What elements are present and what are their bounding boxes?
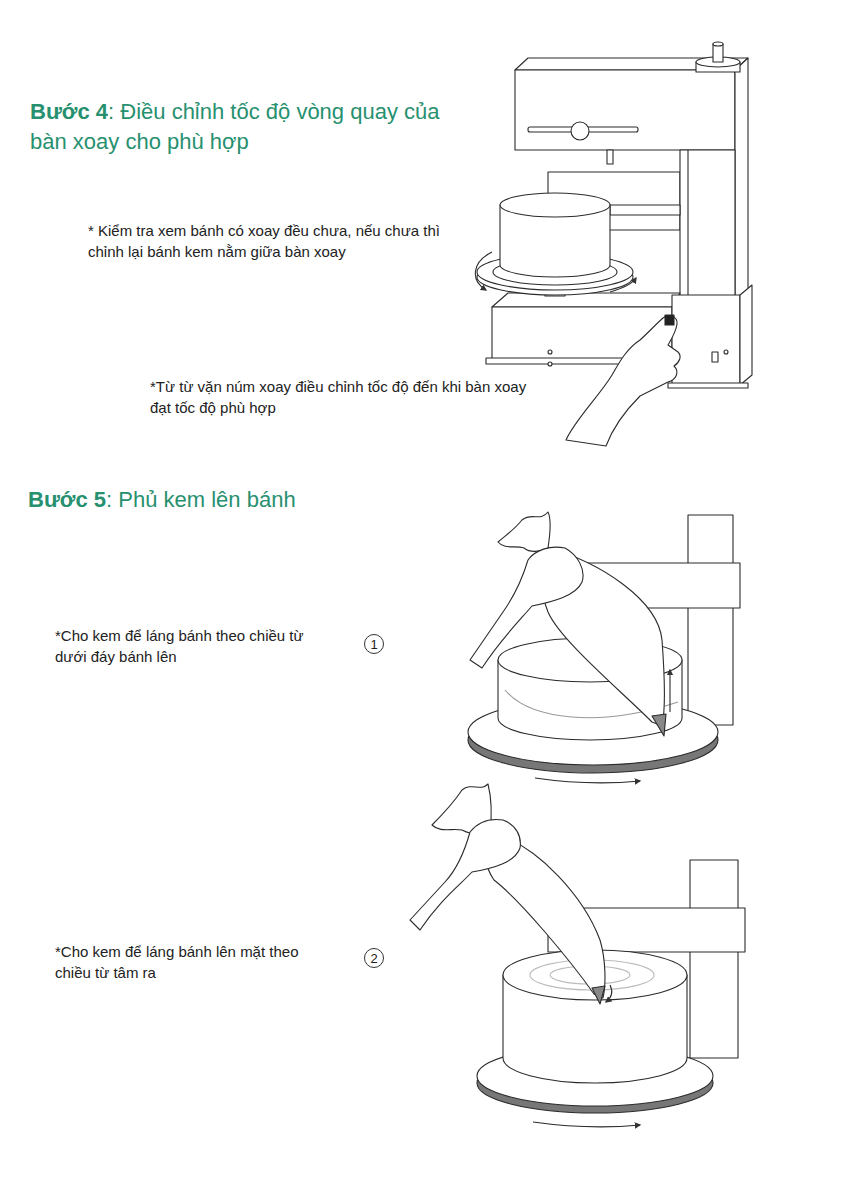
callout-number: 1: [364, 634, 384, 654]
step-heading-block: Bước 5: Phủ kem lên bánh: [28, 485, 428, 515]
cake-side-coating: [468, 512, 740, 783]
callout-number: 2: [364, 948, 384, 968]
step-heading-block: Bước 4: Điều chỉnh tốc độ vòng quay của …: [30, 97, 455, 157]
cake-top-coating: [410, 784, 745, 1127]
note-text: *Cho kem để láng bánh theo chiều từ dưới…: [55, 627, 304, 665]
callout-text: 2: [370, 951, 377, 966]
note-text-block: *Cho kem để láng bánh theo chiều từ dưới…: [55, 625, 327, 667]
note-text-block: *Từ từ vặn núm xoay điều chỉnh tốc độ đế…: [150, 376, 545, 418]
step-number: Bước 5: [28, 487, 106, 512]
step-number: Bước 4: [30, 99, 108, 124]
callout-text: 1: [370, 637, 377, 652]
note-text-block: * Kiểm tra xem bánh có xoay đều chưa, nế…: [88, 220, 473, 262]
note-text: * Kiểm tra xem bánh có xoay đều chưa, nế…: [88, 222, 440, 260]
note-text: *Cho kem để láng bánh lên mặt theo chiều…: [55, 943, 299, 981]
note-text-block: *Cho kem để láng bánh lên mặt theo chiều…: [55, 941, 331, 983]
step-heading: : Phủ kem lên bánh: [106, 487, 296, 512]
note-text: *Từ từ vặn núm xoay điều chỉnh tốc độ đế…: [150, 378, 526, 416]
